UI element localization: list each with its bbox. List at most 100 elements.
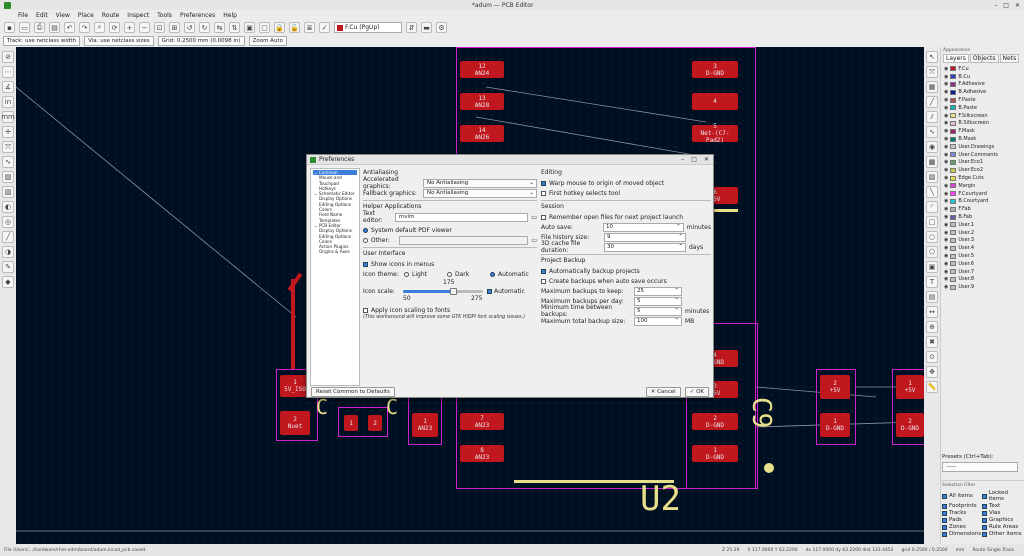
grid-origin-icon[interactable]: ✥ <box>926 366 938 378</box>
save-icon[interactable]: ▪ <box>4 22 15 33</box>
visibility-eye-icon[interactable]: ◉ <box>944 97 949 104</box>
refresh-icon[interactable]: ⟳ <box>109 22 120 33</box>
presets-select[interactable]: ----- <box>942 462 1018 472</box>
layer-row[interactable]: ◉User.5 <box>941 252 1024 260</box>
menu-preferences[interactable]: Preferences <box>179 11 216 19</box>
tree-item[interactable]: Display Options <box>319 228 352 234</box>
menu-edit[interactable]: Edit <box>36 11 48 19</box>
layer-color-swatch[interactable] <box>950 167 957 173</box>
high-contrast-icon[interactable]: ◑ <box>2 246 14 258</box>
max-size-spinner[interactable]: 100⌃ <box>634 316 682 326</box>
ungroup-icon[interactable]: ▢ <box>259 22 270 33</box>
add-via-icon[interactable]: ◉ <box>926 141 938 153</box>
visibility-eye-icon[interactable]: ◉ <box>944 260 949 267</box>
tree-item[interactable]: Colors <box>319 238 333 244</box>
add-footprint-icon[interactable]: ▦ <box>926 81 938 93</box>
pdf-default-radio[interactable] <box>363 227 368 233</box>
pdf-other-input[interactable] <box>398 235 529 245</box>
layer-row[interactable]: ◉B.Silkscreen <box>941 120 1024 128</box>
layer-color-swatch[interactable] <box>950 175 957 181</box>
layer-color-swatch[interactable] <box>950 120 957 126</box>
zoom-selection-icon[interactable]: ⊞ <box>169 22 180 33</box>
add-image-icon[interactable]: ▣ <box>926 261 938 273</box>
filter-rule-areas[interactable]: Rule Areas <box>982 524 1022 530</box>
autosave-spinner[interactable]: 10⌃ <box>602 222 684 232</box>
visibility-eye-icon[interactable]: ◉ <box>944 214 949 221</box>
via-outline-icon[interactable]: ◎ <box>2 216 14 228</box>
draw-rect-icon[interactable]: □ <box>926 216 938 228</box>
filter-vias[interactable]: Vias <box>982 510 1022 516</box>
icon-scale-slider[interactable] <box>403 288 483 295</box>
tree-expand-icon[interactable]: ⌄ <box>314 170 319 175</box>
layer-color-swatch[interactable] <box>950 230 957 236</box>
tree-item[interactable]: Action Plugins <box>319 244 349 250</box>
dialog-close-button[interactable]: ✕ <box>703 156 709 163</box>
tab-nets[interactable]: Nets <box>999 54 1020 63</box>
min-time-spinner[interactable]: 5⌃ <box>634 306 682 316</box>
tree-item[interactable]: ⌄ Common <box>313 170 357 176</box>
layer-color-swatch[interactable] <box>950 144 957 150</box>
layer-color-swatch[interactable] <box>950 128 957 134</box>
filter-zones[interactable]: Zones <box>942 524 982 530</box>
visibility-eye-icon[interactable]: ◉ <box>944 221 949 228</box>
redo-icon[interactable]: ↷ <box>79 22 90 33</box>
mirror-icon[interactable]: ⇅ <box>229 22 240 33</box>
plot-icon[interactable]: ▤ <box>49 22 60 33</box>
visibility-eye-icon[interactable]: ◉ <box>944 268 949 275</box>
layer-row[interactable]: ◉B.Adhesive <box>941 88 1024 96</box>
layer-color-swatch[interactable] <box>950 245 957 251</box>
layer-color-swatch[interactable] <box>950 113 957 119</box>
pad[interactable]: 2 <box>368 415 382 431</box>
grid-toggle-icon[interactable]: ⋯ <box>2 66 14 78</box>
layer-row[interactable]: ◉F.Courtyard <box>941 190 1024 198</box>
inch-units-icon[interactable]: in <box>2 96 14 108</box>
layer-row[interactable]: ◉User.1 <box>941 221 1024 229</box>
polar-coords-icon[interactable]: ∡ <box>2 81 14 93</box>
layer-row[interactable]: ◉User.3 <box>941 237 1024 245</box>
filter-all-items[interactable]: All items <box>942 490 982 502</box>
zone-fill-icon[interactable]: ▨ <box>2 171 14 183</box>
visibility-eye-icon[interactable]: ◉ <box>944 73 949 80</box>
print-icon[interactable]: ⎙ <box>34 22 45 33</box>
close-button[interactable]: ✕ <box>1014 1 1020 9</box>
cursor-shape-icon[interactable]: ✛ <box>2 126 14 138</box>
layer-row[interactable]: ◉User.Eco1 <box>941 159 1024 167</box>
layer-color-swatch[interactable] <box>950 97 957 103</box>
visibility-eye-icon[interactable]: ◉ <box>944 229 949 236</box>
visibility-eye-icon[interactable]: ◉ <box>944 167 949 174</box>
filter-tracks[interactable]: Tracks <box>942 510 982 516</box>
layer-color-swatch[interactable] <box>950 105 957 111</box>
rotate-cw-icon[interactable]: ↻ <box>199 22 210 33</box>
visibility-eye-icon[interactable]: ◉ <box>944 198 949 205</box>
visibility-eye-icon[interactable]: ◉ <box>944 112 949 119</box>
maximize-button[interactable]: □ <box>1003 1 1009 9</box>
theme-auto-radio[interactable] <box>490 271 495 277</box>
via-size-select[interactable]: Via: use netclass sizes <box>84 36 154 46</box>
tree-expand-icon[interactable]: ⌄ <box>314 191 319 197</box>
select-icon[interactable]: ↖ <box>926 51 938 63</box>
layer-row[interactable]: ◉Margin <box>941 182 1024 190</box>
layer-row[interactable]: ◉F.Cu <box>941 65 1024 73</box>
flip-icon[interactable]: ⇆ <box>214 22 225 33</box>
layer-row[interactable]: ◉F.Silkscreen <box>941 112 1024 120</box>
backup-on-autosave-checkbox[interactable] <box>541 278 546 284</box>
group-icon[interactable]: ▣ <box>244 22 255 33</box>
layer-row[interactable]: ◉F.Fab <box>941 205 1024 213</box>
layer-color-swatch[interactable] <box>950 159 957 165</box>
accelerated-graphics-select[interactable]: No Antialiasing⌄ <box>422 178 537 188</box>
tree-item[interactable]: Display Options <box>319 196 352 202</box>
filter-locked-items[interactable]: Locked items <box>982 490 1022 502</box>
visibility-eye-icon[interactable]: ◉ <box>944 128 949 135</box>
zone-outline-icon[interactable]: ▧ <box>2 186 14 198</box>
visibility-eye-icon[interactable]: ◉ <box>944 89 949 96</box>
drc-marker-icon[interactable]: ⊘ <box>2 51 14 63</box>
cache-spinner[interactable]: 30⌃ <box>604 242 686 252</box>
tree-item[interactable]: ⌄ Schematic Editor <box>314 191 355 197</box>
delete-tool-icon[interactable]: ✖ <box>926 336 938 348</box>
